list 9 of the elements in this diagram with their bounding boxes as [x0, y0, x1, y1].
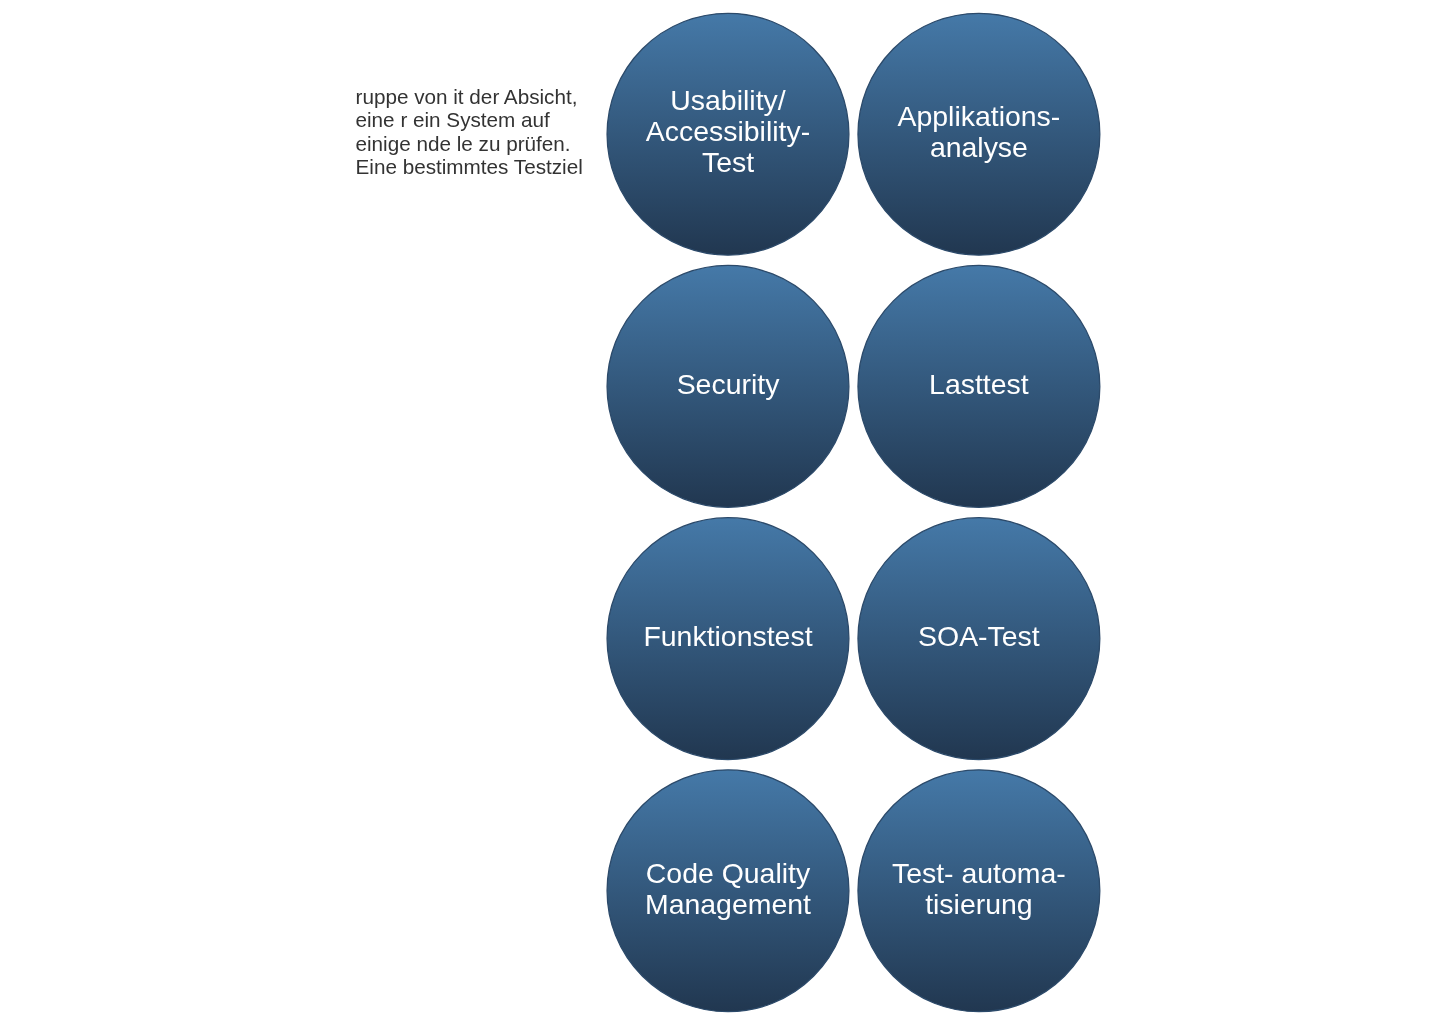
node-circle: Security [606, 264, 850, 508]
node-circle: SOA-Test [857, 517, 1101, 761]
label: ruppe von it der Absicht, eine r ein System auf einige nde le zu prüfen. Eine bestimmtes Testziel [355, 85, 583, 179]
node-circle: Applikations- analyse [857, 12, 1101, 256]
node-circle: Funktionstest [606, 517, 850, 761]
node-circle: Usability/ Accessibility- Test [606, 12, 850, 256]
node-circle: Code Quality Management [606, 769, 850, 1013]
node-circle: Lasttest [857, 264, 1101, 508]
node-circle: Test- automa- tisierung [857, 769, 1101, 1013]
